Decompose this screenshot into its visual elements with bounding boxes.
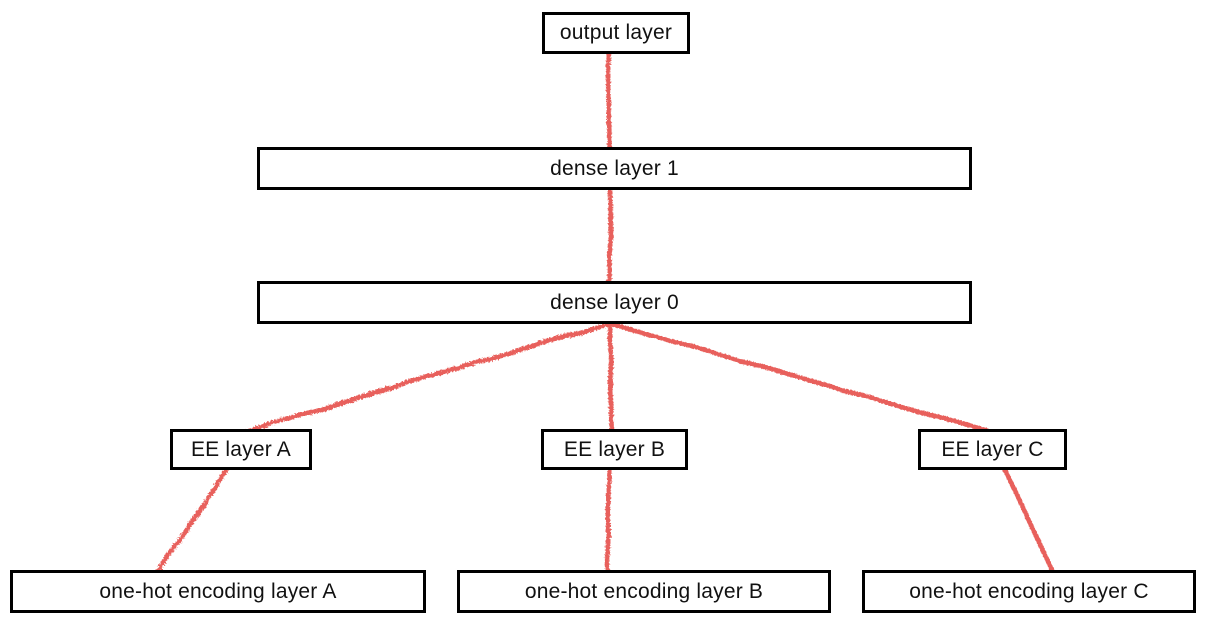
node-ee-layer-c: EE layer C bbox=[918, 429, 1067, 470]
node-dense-layer-1: dense layer 1 bbox=[257, 147, 972, 190]
node-one-hot-encoding-layer-c: one-hot encoding layer C bbox=[862, 570, 1196, 613]
node-one-hot-encoding-layer-a: one-hot encoding layer A bbox=[10, 570, 426, 613]
node-ee-layer-b: EE layer B bbox=[541, 429, 688, 470]
edge-line bbox=[606, 319, 613, 434]
node-dense-layer-0: dense layer 0 bbox=[257, 281, 972, 324]
node-ee-layer-a: EE layer A bbox=[170, 429, 312, 470]
edge-line bbox=[605, 465, 611, 575]
edge-line bbox=[606, 319, 993, 434]
node-one-hot-encoding-layer-b: one-hot encoding layer B bbox=[457, 570, 831, 613]
edge-line bbox=[605, 49, 611, 152]
edge-line bbox=[1001, 465, 1056, 575]
node-output-layer: output layer bbox=[542, 12, 690, 54]
edge-line bbox=[240, 319, 611, 434]
edge-line bbox=[152, 465, 228, 575]
